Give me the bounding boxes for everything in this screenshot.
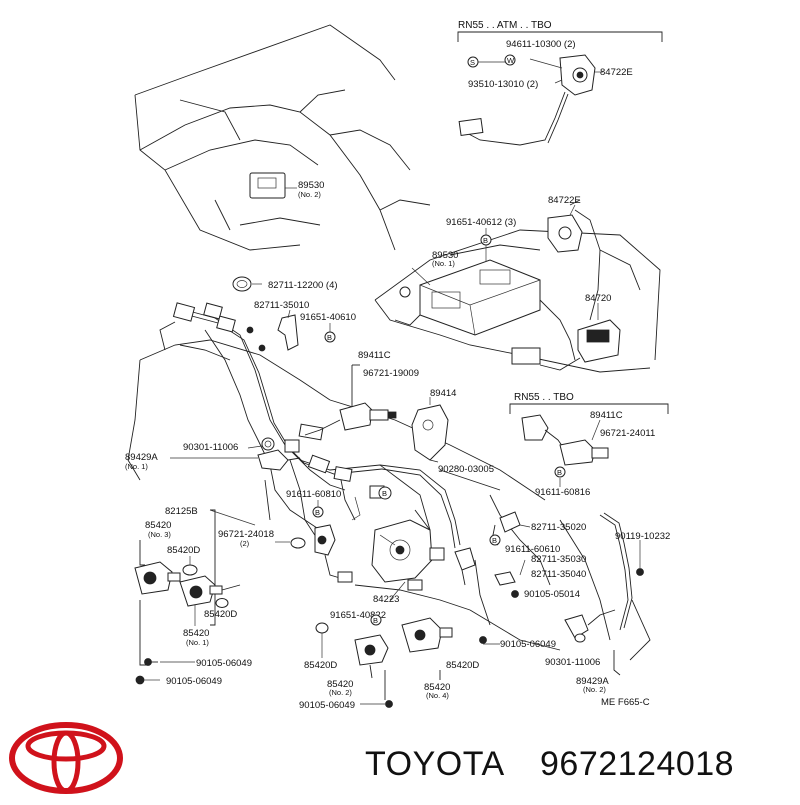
symbol-b-40822: B <box>373 616 378 625</box>
symbol-w: W <box>507 56 515 65</box>
label-91611-60610: 91611-60610 <box>505 544 560 555</box>
variant-header-mid: RN55 . . TBO <box>514 392 574 403</box>
label-94611-10300: 94611-10300 (2) <box>506 39 576 50</box>
switch-84223 <box>371 519 476 601</box>
label-90105-05014: 90105-05014 <box>524 589 580 600</box>
sensor-84722E-top: S W <box>458 54 603 146</box>
solenoid-85420-no3 <box>134 561 181 595</box>
label-89429A-no2: 89429A <box>576 676 609 687</box>
symbol-b-ecu: B <box>483 236 488 245</box>
label-90301-11006-left: 90301-11006 <box>183 442 238 453</box>
label-85420D-mid: 85420D <box>204 609 237 620</box>
ecu-89530-no2 <box>249 172 297 199</box>
label-90301-11006-right: 90301-11006 <box>545 657 600 668</box>
label-89530-no2: 89530 <box>298 180 324 191</box>
diagram-reference-code: ME F665-C <box>601 697 650 708</box>
label-85420D-lower-right: 85420D <box>446 660 479 671</box>
label-91651-40612: 91651-40612 (3) <box>446 217 516 228</box>
label-85420-no3-sub: (No. 3) <box>148 530 171 539</box>
label-85420-no2-sub: (No. 2) <box>329 688 352 697</box>
body-panels <box>127 24 661 651</box>
label-89530-no1: 89530 <box>432 250 458 261</box>
label-93510-13010: 93510-13010 (2) <box>468 79 538 90</box>
ecu-89530-no1: B <box>394 228 541 336</box>
sensor-89414 <box>411 397 449 463</box>
label-96721-24018: 96721-24018 <box>218 529 274 540</box>
solenoid-85420-no1 <box>179 575 241 607</box>
label-84722E-mid: 84722E <box>548 195 581 206</box>
label-89414: 89414 <box>430 388 456 399</box>
label-89429A-no2-sub: (No. 2) <box>583 685 606 694</box>
label-84720: 84720 <box>585 293 611 304</box>
cable-90119-10232 <box>599 512 651 661</box>
symbol-b-center: B <box>382 489 387 498</box>
label-90119-10232: 90119-10232 <box>615 531 670 542</box>
label-85420-no2: 85420 <box>327 679 353 690</box>
bracket-82711-35040 <box>494 571 516 586</box>
label-85420-no1: 85420 <box>183 628 209 639</box>
label-90105-06049-bottom: 90105-06049 <box>299 700 355 711</box>
bracket-82711-35010 <box>277 309 299 351</box>
label-96721-19009: 96721-19009 <box>363 368 419 379</box>
symbol-s: S <box>470 58 475 67</box>
label-82711-12200: 82711-12200 (4) <box>268 280 338 291</box>
label-84223: 84223 <box>373 594 399 605</box>
label-90105-06049-left1: 90105-06049 <box>196 658 252 669</box>
label-96721-24018-sub: (2) <box>240 539 250 548</box>
label-82711-35010: 82711-35010 <box>254 300 309 311</box>
symbol-b-60610: B <box>492 536 497 545</box>
label-89411C-center: 89411C <box>358 350 391 361</box>
label-96721-24011: 96721-24011 <box>600 428 655 439</box>
label-90105-06049-right: 90105-06049 <box>500 639 556 650</box>
label-89530-no2-sub: (No. 2) <box>298 190 321 199</box>
label-90280-03005: 90280-03005 <box>438 464 494 475</box>
wiring-harness <box>159 302 461 549</box>
sensor-84722E-mid <box>547 199 601 321</box>
part-number: 9672124018 <box>540 745 734 783</box>
label-85420-no4-sub: (No. 4) <box>426 691 449 700</box>
sensor-89411C-center <box>304 364 397 436</box>
variant-bracket-top: RN55 . . ATM . . TBO <box>457 20 663 42</box>
label-91651-40822: 91651-40822 <box>330 610 386 621</box>
label-89429A-no1: 89429A <box>125 452 158 463</box>
label-91651-40610: 91651-40610 <box>300 312 356 323</box>
label-82125B: 82125B <box>165 506 198 517</box>
sensor-89429A-no1 <box>170 437 301 471</box>
label-85420-no4: 85420 <box>424 682 450 693</box>
brand-name: TOYOTA <box>365 745 505 783</box>
label-85420D-upper: 85420D <box>167 545 200 556</box>
label-82711-35040: 82711-35040 <box>531 569 586 580</box>
symbol-b-40610: B <box>327 333 332 342</box>
sensor-96721-24018 <box>314 524 353 583</box>
solenoid-85420-no4 <box>401 617 500 680</box>
sensor-89411C-tbo: B <box>521 414 609 487</box>
symbol-b-60816: B <box>557 468 562 477</box>
label-84722E-top: 84722E <box>600 67 633 78</box>
clamp-82711-12200 <box>232 276 262 292</box>
label-91611-60810: 91611-60810 <box>286 489 341 500</box>
label-91611-60816: 91611-60816 <box>535 487 590 498</box>
sensor-89429A-no2 <box>564 609 621 676</box>
label-89411C-tbo: 89411C <box>590 410 623 421</box>
variant-bracket-mid: RN55 . . TBO <box>509 392 669 414</box>
label-85420-no1-sub: (No. 1) <box>186 638 209 647</box>
variant-header-top: RN55 . . ATM . . TBO <box>458 20 552 31</box>
label-85420-no3: 85420 <box>145 520 171 531</box>
toyota-logo <box>9 722 123 794</box>
label-82711-35030: 82711-35030 <box>531 554 586 565</box>
solenoid-85420-no2 <box>354 634 389 679</box>
label-89429A-no1-sub: (No. 1) <box>125 462 148 471</box>
label-89530-no1-sub: (No. 1) <box>432 259 455 268</box>
switch-84720 <box>511 303 621 371</box>
symbol-b-60810: B <box>315 508 320 517</box>
label-82711-35020: 82711-35020 <box>531 522 586 533</box>
label-85420D-lower-left: 85420D <box>304 660 337 671</box>
label-90105-06049-left2: 90105-06049 <box>166 676 222 687</box>
